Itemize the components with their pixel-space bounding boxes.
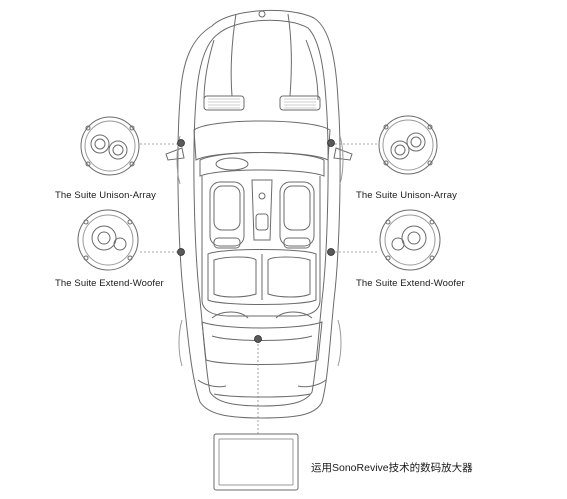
speaker-unison-array-right (378, 115, 438, 175)
connection-dots (177, 139, 335, 343)
label-rear-right-speaker: The Suite Extend-Woofer (356, 278, 465, 289)
dot-front-right (327, 139, 335, 147)
dot-amplifier (254, 335, 262, 343)
speaker-extend-woofer-right (379, 209, 441, 271)
speaker-unison-array-left (80, 116, 140, 176)
label-front-left-speaker: The Suite Unison-Array (55, 190, 156, 201)
label-amplifier: 运用SonoRevive技术的数码放大器 (311, 462, 473, 474)
dot-front-left (177, 139, 185, 147)
speaker-extend-woofer-left (77, 209, 139, 271)
car-top-view (165, 10, 353, 419)
label-front-right-speaker: The Suite Unison-Array (356, 190, 457, 201)
dot-rear-right (327, 248, 335, 256)
dot-rear-left (177, 248, 185, 256)
leader-lines (140, 143, 378, 434)
label-rear-left-speaker: The Suite Extend-Woofer (55, 278, 164, 289)
amplifier-box (213, 433, 299, 491)
